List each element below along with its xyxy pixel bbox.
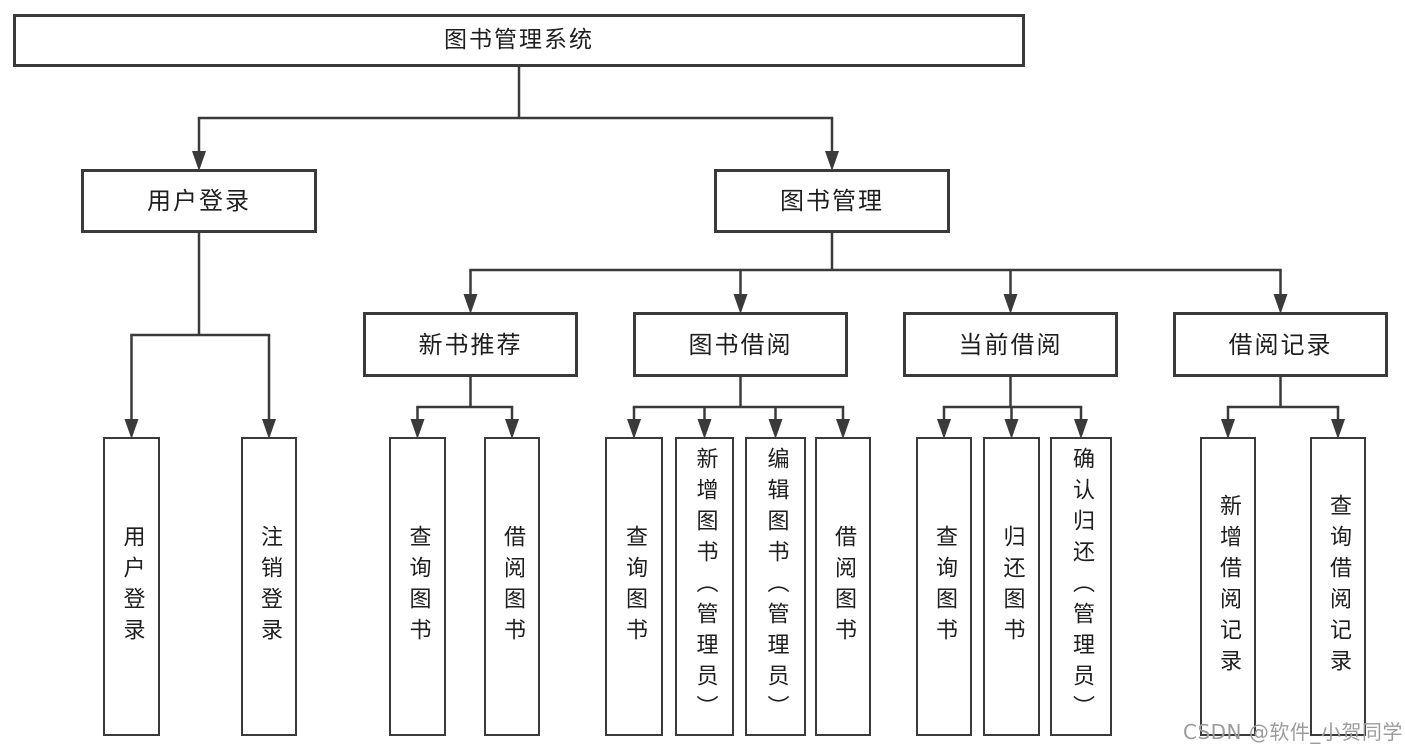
node-br-query: 查询借阅记录: [1310, 437, 1366, 736]
node-label-root: 图书管理系统: [444, 27, 594, 53]
node-label-bb-add: 新增图书（管理员）: [692, 447, 718, 726]
node-cb-query: 查询图书: [916, 437, 972, 736]
node-label-bb-query: 查询图书: [622, 524, 647, 649]
node-label-book-borrow: 图书借阅: [688, 330, 793, 359]
node-new-book-rec: 新书推荐: [363, 312, 578, 377]
node-label-cb-return: 归还图书: [999, 524, 1025, 649]
node-label-leaf-logout: 注销登录: [257, 524, 282, 649]
node-book-mgmt: 图书管理: [714, 169, 950, 233]
node-book-borrow: 图书借阅: [633, 312, 848, 377]
node-label-cb-confirm: 确认归还（管理员）: [1069, 447, 1094, 726]
node-label-nbr-borrow: 借阅图书: [500, 524, 525, 649]
node-bb-query: 查询图书: [605, 437, 663, 736]
node-bb-edit: 编辑图书（管理员）: [745, 437, 806, 736]
node-label-user-login: 用户登录: [147, 187, 251, 215]
node-label-cb-query: 查询图书: [932, 524, 957, 649]
node-nbr-query: 查询图书: [389, 437, 446, 736]
node-label-br-query: 查询借阅记录: [1326, 493, 1351, 680]
node-label-book-mgmt: 图书管理: [780, 187, 884, 215]
node-bb-borrow: 借阅图书: [815, 437, 871, 736]
node-current-borrow: 当前借阅: [903, 312, 1118, 377]
node-cb-confirm: 确认归还（管理员）: [1050, 437, 1112, 736]
node-label-borrow-records: 借阅记录: [1228, 330, 1333, 359]
node-root: 图书管理系统: [13, 14, 1025, 67]
watermark: CSDN @软件_小贺同学: [1183, 720, 1403, 744]
node-user-login: 用户登录: [81, 169, 317, 233]
node-label-bb-borrow: 借阅图书: [831, 524, 856, 649]
node-borrow-records: 借阅记录: [1173, 312, 1388, 377]
node-label-nbr-query: 查询图书: [405, 524, 431, 649]
node-label-bb-edit: 编辑图书（管理员）: [763, 447, 789, 726]
node-bb-add: 新增图书（管理员）: [675, 437, 734, 736]
node-cb-return: 归还图书: [983, 437, 1040, 736]
node-label-current-borrow: 当前借阅: [958, 330, 1063, 359]
node-nbr-borrow: 借阅图书: [484, 437, 540, 736]
node-leaf-logout: 注销登录: [241, 437, 297, 736]
node-label-br-add: 新增借阅记录: [1216, 493, 1241, 680]
node-leaf-user-login: 用户登录: [103, 437, 160, 736]
node-label-leaf-user-login: 用户登录: [119, 524, 145, 649]
node-label-new-book-rec: 新书推荐: [418, 330, 523, 359]
node-br-add: 新增借阅记录: [1200, 437, 1256, 736]
